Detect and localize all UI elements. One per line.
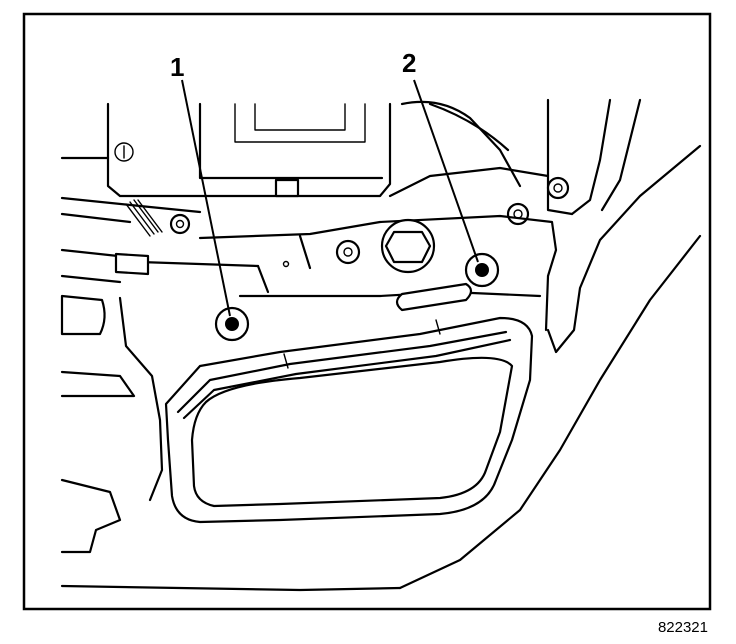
callout-label-1: 1: [170, 52, 184, 82]
left-trim: [60, 294, 164, 554]
figure-id: 822321: [658, 619, 708, 636]
mounting-plate: [198, 214, 558, 332]
body-panel: [60, 144, 702, 592]
upper-housing: [60, 102, 392, 198]
leader-line-1: [181, 79, 231, 317]
fastener-1: [214, 306, 250, 342]
lamp-housing: [164, 316, 534, 524]
leader-line-2: [413, 79, 479, 263]
fastener-2: [464, 252, 500, 288]
diagram-frame: [22, 12, 712, 611]
callout-label-2: 2: [402, 48, 416, 78]
left-bracket: [60, 196, 260, 284]
